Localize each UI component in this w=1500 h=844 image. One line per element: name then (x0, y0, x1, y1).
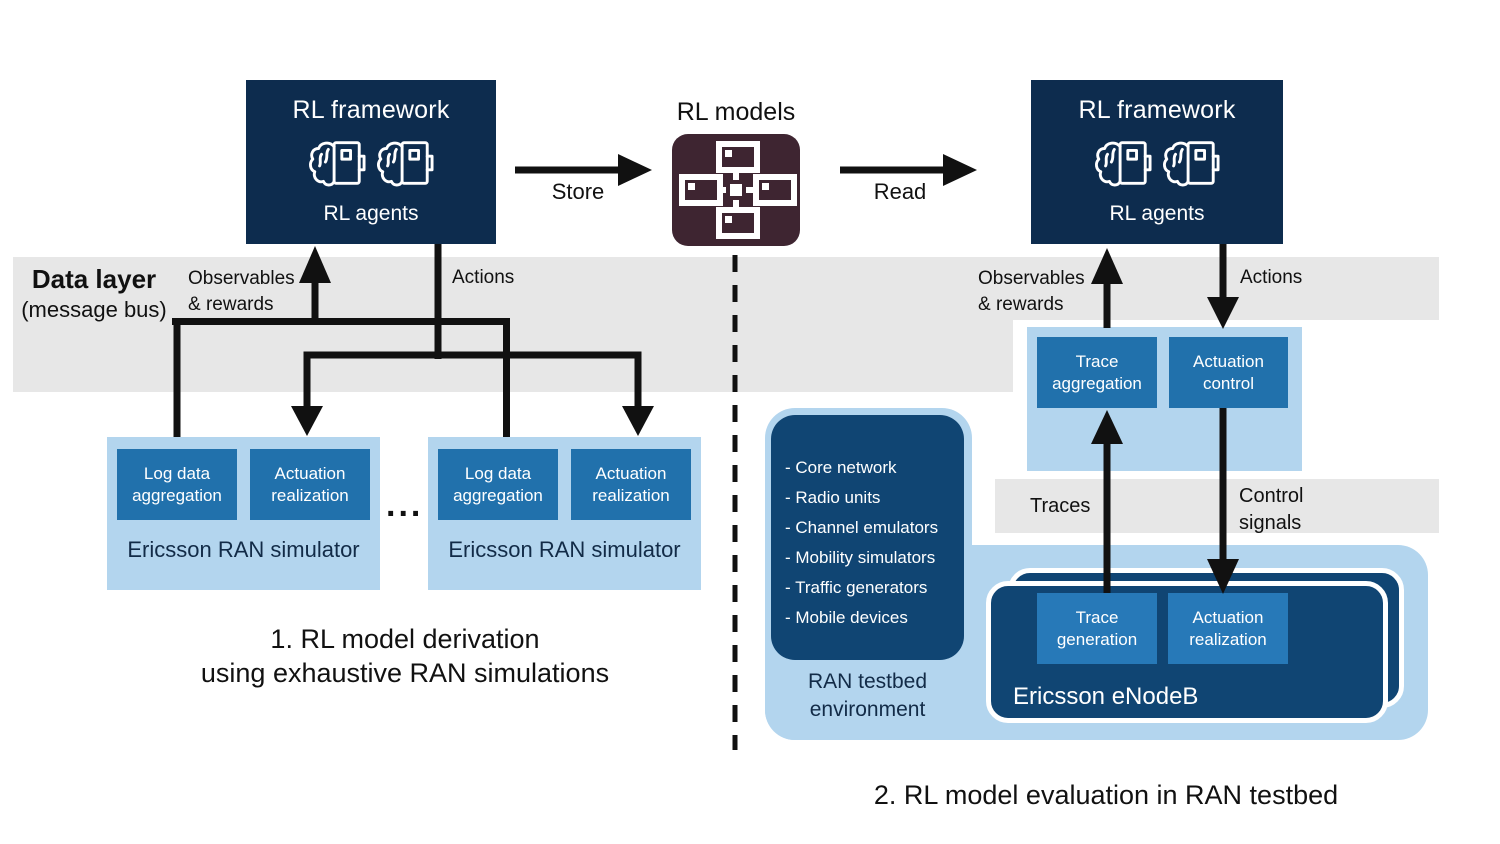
ran-simulator-box-2: Log data aggregation Actuation realizati… (428, 437, 701, 590)
actuation-realization-module: Actuation realization (250, 449, 370, 520)
step2-caption: 2. RL model evaluation in RAN testbed (873, 780, 1339, 810)
model-network-icon (672, 134, 800, 251)
traces-label: Traces (1030, 495, 1091, 517)
ran-simulator-label: Ericsson RAN simulator (127, 537, 360, 562)
testbed-component-item: - Traffic generators (785, 578, 928, 597)
rl-framework-box-right: RL framework RL agents (1031, 80, 1283, 244)
testbed-component-item: - Mobile devices (785, 608, 908, 627)
log-data-aggregation-module: Log data aggregation (438, 449, 558, 520)
rl-agents-label: RL agents (1109, 202, 1205, 225)
actions-label-right: Actions (1240, 267, 1303, 288)
rl-models-title: RL models (676, 98, 796, 126)
brain-chip-icon (1094, 137, 1152, 194)
read-arrow-label: Read (873, 179, 927, 204)
ran-simulator-box-1: Log data aggregation Actuation realizati… (107, 437, 380, 590)
testbed-component-item: - Core network (785, 458, 897, 477)
data-layer-subtitle: (message bus) (21, 297, 167, 322)
data-layer-title: Data layer (31, 264, 157, 294)
rl-framework-title: RL framework (1078, 96, 1236, 124)
rl-framework-box-left: RL framework RL agents (246, 80, 496, 244)
actuation-realization-module: Actuation realization (571, 449, 691, 520)
observables-rewards-label-left: Observables & rewards (188, 268, 295, 315)
store-arrow-label: Store (551, 179, 605, 204)
actuation-realization-module: Actuation realization (1168, 593, 1288, 664)
brain-chip-icon (376, 137, 434, 194)
enodeb-box-front: Trace generation Actuation realization E… (986, 581, 1388, 723)
step1-caption: 1. RL model derivation using exhaustive … (200, 624, 610, 688)
trace-generation-module: Trace generation (1037, 593, 1157, 664)
log-data-aggregation-module: Log data aggregation (117, 449, 237, 520)
actuation-control-module: Actuation control (1169, 337, 1288, 408)
brain-chip-icon (308, 137, 366, 194)
data-layer-band-right-bottom (995, 479, 1439, 533)
ran-simulator-label: Ericsson RAN simulator (448, 537, 681, 562)
control-signals-label: Control signals (1239, 485, 1304, 534)
observables-rewards-label-right: Observables & rewards (978, 268, 1085, 315)
testbed-components-box: - Core network - Radio units - Channel e… (771, 415, 964, 660)
brain-chip-icon (1162, 137, 1220, 194)
middleware-box: Trace aggregation Actuation control (1027, 327, 1302, 471)
testbed-component-item: - Radio units (785, 488, 881, 507)
trace-aggregation-module: Trace aggregation (1037, 337, 1157, 408)
actions-label-left: Actions (452, 267, 515, 288)
ran-testbed-environment-label: RAN testbed environment (807, 670, 928, 721)
testbed-component-item: - Channel emulators (785, 518, 939, 537)
enodeb-label: Ericsson eNodeB (1013, 683, 1199, 710)
testbed-component-item: - Mobility simulators (785, 548, 936, 567)
rl-framework-title: RL framework (292, 96, 450, 124)
rl-agents-label: RL agents (323, 202, 419, 225)
ellipsis-more-simulators: ... (386, 486, 424, 524)
